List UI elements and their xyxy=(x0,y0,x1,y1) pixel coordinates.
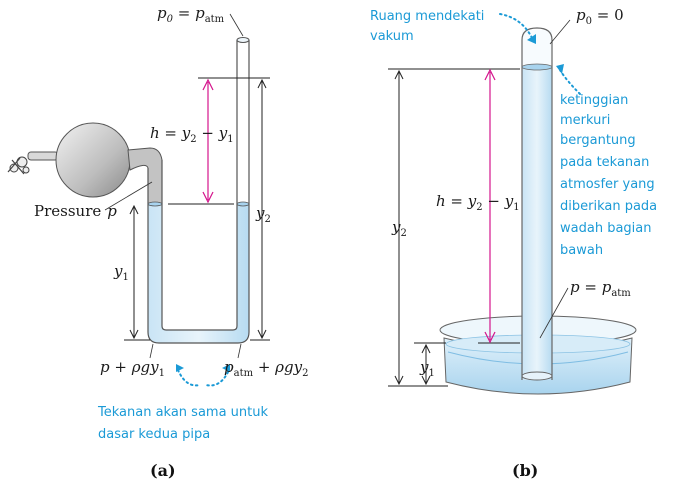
pressure-leader xyxy=(104,181,153,211)
note-height-line: merkuri xyxy=(560,113,610,128)
dotted-arrow-right xyxy=(205,371,229,387)
note-height-line: bergantung xyxy=(560,133,636,148)
label-h-b: h = y2 − y1 xyxy=(436,192,520,213)
note-height-line: pada tekanan xyxy=(560,155,649,170)
part-b-barometer: Ruang mendekati vakum p0 = 0 ketinggian … xyxy=(370,6,657,480)
label-y2-a: y2 xyxy=(255,204,271,225)
note-vacuum-line1: Ruang mendekati xyxy=(370,9,484,24)
label-p0-a: p0 = patm xyxy=(157,4,225,25)
label-y1-a: y1 xyxy=(113,262,129,283)
p-leader-b xyxy=(539,287,569,339)
h-dimension-arrow-b xyxy=(484,68,496,344)
p0-leader-b xyxy=(549,19,571,45)
bulb-neck xyxy=(127,147,163,205)
note-height-line: atmosfer yang xyxy=(560,177,655,192)
label-bottom-left: p + ρgy1 xyxy=(100,358,165,379)
y2-dimension-arrow-b xyxy=(394,69,404,386)
meniscus-left xyxy=(147,201,163,207)
caption-b: (b) xyxy=(512,461,538,480)
dotted-arrow-vacuum xyxy=(499,13,533,39)
p0-leader xyxy=(229,13,244,37)
label-y2-b: y2 xyxy=(391,218,407,239)
label-bottom-right: patm + ρgy2 xyxy=(224,358,308,379)
note-height-text: ketinggian merkuri bergantung pada tekan… xyxy=(560,93,657,258)
bottom-left-leader xyxy=(149,343,154,359)
caption-a: (a) xyxy=(150,461,176,480)
note-height-line: ketinggian xyxy=(560,93,628,108)
y1-dimension-arrow xyxy=(129,204,139,340)
bottom-right-leader xyxy=(237,343,242,359)
valve-icon xyxy=(7,151,59,175)
note-height-line: wadah bagian xyxy=(560,221,651,236)
u-tube-outline xyxy=(147,40,250,344)
note-vacuum-line2: vakum xyxy=(370,29,414,44)
u-tube-liquid xyxy=(148,204,249,343)
label-h-a: h = y2 − y1 xyxy=(150,124,234,145)
dotted-arrow-left xyxy=(177,369,201,387)
meniscus-right xyxy=(236,201,250,207)
dotted-arrowhead-right xyxy=(222,364,230,372)
dotted-arrowhead-height xyxy=(556,64,564,74)
barometer-tube-liquid xyxy=(522,66,552,380)
tube-open-top xyxy=(236,37,250,43)
label-p0-b: p0 = 0 xyxy=(576,6,624,27)
barometer-tube-outline xyxy=(521,27,553,380)
y1-dimension-arrow-b xyxy=(421,343,431,386)
h-dimension-arrow xyxy=(202,78,214,204)
y2-dimension-arrow xyxy=(257,78,267,340)
tube-bottom-opening xyxy=(521,371,553,381)
dotted-arrow-height xyxy=(559,69,581,95)
gas-bulb xyxy=(55,122,131,198)
label-p-patm-b: p = patm xyxy=(570,278,631,299)
vacuum-space xyxy=(522,30,552,66)
note-height-line: diberikan pada xyxy=(560,199,657,214)
dotted-arrowhead-left xyxy=(176,364,184,372)
label-y1-b: y1 xyxy=(419,358,435,379)
dotted-arrowhead-vacuum xyxy=(527,34,536,44)
note-equal-pressure-line2: dasar kedua pipa xyxy=(98,427,210,442)
note-height-line: bawah xyxy=(560,243,603,258)
barometer-meniscus xyxy=(521,63,553,71)
note-equal-pressure-line1: Tekanan akan sama untuk xyxy=(97,405,268,420)
